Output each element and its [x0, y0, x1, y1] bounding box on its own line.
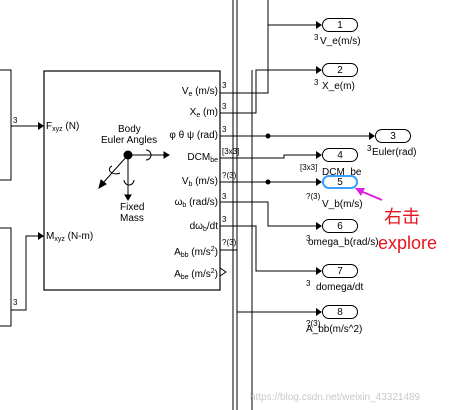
- moment-input-arrow: [38, 232, 44, 240]
- outport-1-name: V_e(m/s): [320, 36, 361, 47]
- dim-ve: 3: [222, 81, 227, 90]
- outport-5-dim: ?(3): [306, 192, 321, 201]
- outport-2-name: X_e(m): [322, 81, 355, 92]
- outport-1[interactable]: 1: [322, 18, 358, 32]
- route-vb-arrow: [316, 178, 322, 186]
- dim-xe: 3: [222, 102, 227, 111]
- route-omega-arrow: [316, 222, 322, 230]
- dim-omega: 3: [222, 192, 227, 201]
- outport-2[interactable]: 2: [322, 63, 358, 77]
- outport-6-name: omega_b(rad/s): [308, 237, 379, 248]
- outport-8-name: A_bb(m/s^2): [306, 324, 363, 335]
- outport-2-dim: 3: [314, 78, 319, 87]
- route-omega[interactable]: [220, 201, 316, 227]
- out-label-xe: Xe (m): [189, 107, 218, 119]
- left-subsystem-block-top[interactable]: [0, 69, 12, 181]
- route-ve[interactable]: [220, 24, 316, 94]
- outport-7-name: domega/dt: [316, 282, 364, 293]
- force-input-arrow: [38, 122, 44, 130]
- outport-1-dim: 3: [314, 33, 319, 42]
- route-domega[interactable]: [220, 225, 316, 272]
- annotation-right-click: 右击: [384, 207, 420, 227]
- route-ve-arrow: [316, 21, 322, 29]
- outport-3[interactable]: 3: [375, 129, 411, 143]
- outport-8-dim: ?(3): [306, 319, 321, 328]
- outport-3-dim: 3: [367, 144, 372, 153]
- out-label-abb: Abb (m/s2): [174, 246, 218, 259]
- watermark: https://blog.csdn.net/weixin_43321489: [250, 392, 421, 403]
- outport-5[interactable]: 5: [322, 175, 358, 189]
- outport-6[interactable]: 6: [322, 219, 358, 233]
- dim-vb: ?(3): [222, 171, 237, 180]
- body-axes-icon: [98, 149, 170, 201]
- route-xe-arrow: [316, 66, 322, 74]
- route-xe[interactable]: [220, 69, 316, 114]
- out-label-domega: dωb/dt: [189, 221, 218, 233]
- outport-7-dim: 3: [306, 279, 311, 288]
- annotation-explore: explore: [378, 233, 438, 253]
- dim-domega: 3: [222, 215, 227, 224]
- abe-output-arrow: [219, 267, 227, 277]
- out-label-euler: φ θ ψ (rad): [169, 130, 218, 141]
- dim-abb: ?(3): [222, 238, 237, 247]
- dim-euler: 3: [222, 125, 227, 134]
- outport-4[interactable]: 4: [322, 148, 358, 162]
- block-mass-fixed: Fixed: [120, 202, 145, 213]
- pointer-arrow-head: [355, 188, 365, 196]
- outport-3-name: Euler(rad): [372, 147, 417, 158]
- out-label-dcm: DCMbe: [187, 152, 218, 164]
- outport-6-dim: 3: [306, 234, 311, 243]
- outport-4-name: DCM_be: [322, 167, 362, 178]
- route-dcm[interactable]: [220, 154, 316, 159]
- moment-port-label: Mxyz (N-m): [46, 231, 94, 243]
- route-dcm-arrow: [316, 151, 322, 159]
- out-label-omega: ωb (rad/s): [174, 197, 218, 209]
- route-euler-arrow: [369, 132, 375, 140]
- out-label-vb: Vb (m/s): [181, 176, 218, 188]
- route-abb-arrow: [316, 308, 322, 316]
- block-title-euler: Euler Angles: [101, 135, 158, 146]
- outport-4-dim: [3x3]: [300, 163, 318, 172]
- block-mass-mass: Mass: [120, 213, 144, 224]
- dim-dcm: [3x3]: [222, 147, 240, 156]
- moment-input-line[interactable]: [11, 235, 38, 311]
- route-domega-arrow: [316, 267, 322, 275]
- out-label-ve: Ve (m/s): [181, 86, 218, 98]
- block-title-body: Body: [118, 124, 141, 135]
- route-abb[interactable]: [220, 249, 316, 313]
- force-port-label: Fxyz (N): [46, 121, 80, 133]
- outport-7[interactable]: 7: [322, 264, 358, 278]
- outport-5-name: V_b(m/s): [322, 199, 363, 210]
- out-label-abe: Abe (m/s2): [174, 268, 218, 281]
- six-dof-euler-block[interactable]: [43, 70, 221, 291]
- moment-signal-dim: 3: [13, 298, 18, 307]
- branch-dot-euler: [265, 133, 271, 139]
- outport-8[interactable]: 8: [322, 305, 358, 319]
- branch-dot-vb: [265, 179, 271, 185]
- force-signal-dim: 3: [13, 116, 18, 125]
- left-subsystem-block-bottom[interactable]: [0, 227, 12, 327]
